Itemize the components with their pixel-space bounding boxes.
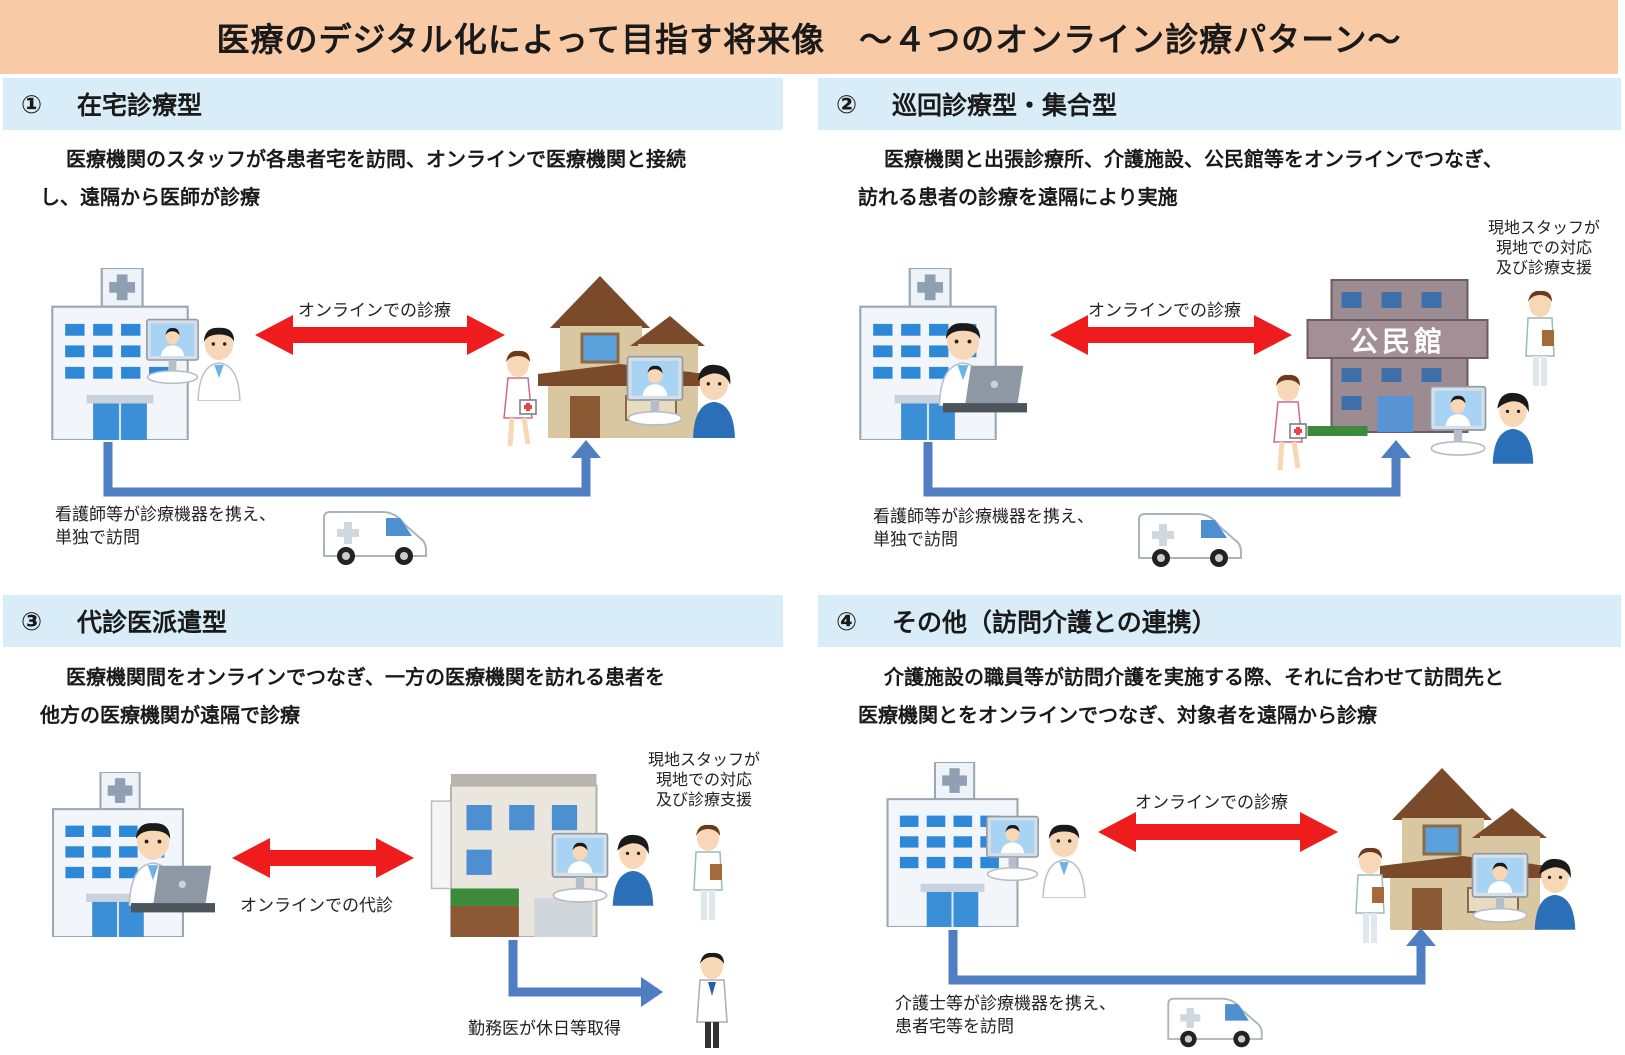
staff-label-line3: 及び診療支援 <box>1496 258 1593 277</box>
monitor-icon <box>146 318 199 385</box>
section-2-desc-line2: 訪れる患者の診療を遠隔により実施 <box>858 185 1178 209</box>
section-1-header: ① 在宅診療型 <box>3 78 783 130</box>
page-title: 医療のデジタル化によって目指す将来像 ～４つのオンライン診療パターン～ <box>216 20 1402 59</box>
monitor-icon <box>1471 852 1529 923</box>
route-label-line1: 看護師等が診療機器を携え、 <box>873 507 1094 527</box>
patient-icon <box>1534 858 1576 930</box>
online-arrow <box>1098 812 1338 852</box>
online-label: オンラインでの診療 <box>1088 301 1241 321</box>
route-label-line1: 介護士等が診療機器を携え、 <box>895 994 1116 1014</box>
staff-label: 現地スタッフが 現地での対応 及び診療支援 <box>648 750 760 810</box>
route-arrow <box>923 440 1411 497</box>
route-label: 介護士等が診療機器を携え、 患者宅等を訪問 <box>895 993 1116 1039</box>
title-bar: 医療のデジタル化によって目指す将来像 ～４つのオンライン診療パターン～ <box>0 0 1618 74</box>
nurse-icon <box>498 348 538 448</box>
staff-label-line2: 現地での対応 <box>656 770 753 789</box>
laptop-icon <box>131 865 215 913</box>
section-4-header: ④ その他（訪問介護との連携） <box>818 595 1621 647</box>
online-label: オンラインでの診療 <box>298 301 451 321</box>
monitor-icon <box>1429 385 1487 456</box>
ambulance-icon <box>323 511 427 566</box>
doctor-icon <box>1042 824 1086 898</box>
online-label: オンラインでの代診 <box>240 896 393 916</box>
section-3-desc-line1: 医療機関間をオンラインでつなぎ、一方の医療機関を訪れる患者を <box>66 665 665 689</box>
monitor-icon <box>626 355 684 426</box>
route-label-line2: 単独で訪問 <box>55 528 140 548</box>
section-4-number: ④ <box>836 606 858 636</box>
staff-label-line1: 現地スタッフが <box>1488 218 1601 237</box>
building-sign: 公民館 <box>1349 325 1446 358</box>
staff-label-line3: 及び診療支援 <box>656 790 753 809</box>
patient-icon <box>612 834 654 906</box>
ambulance-icon <box>1138 513 1242 568</box>
staff-icon <box>1525 290 1555 387</box>
section-2-title: 巡回診療型・集合型 <box>892 91 1118 120</box>
section-4-desc-line2: 医療機関とをオンラインでつなぎ、対象者を遠隔から診療 <box>858 703 1377 727</box>
route-arrow <box>948 928 1436 985</box>
online-arrow <box>255 315 505 355</box>
section-3-header: ③ 代診医派遣型 <box>3 595 783 647</box>
section-4-description: 介護施設の職員等が訪問介護を実施する際、それに合わせて訪問先と 医療機関とをオン… <box>858 658 1618 734</box>
staff-label: 現地スタッフが 現地での対応 及び診療支援 <box>1488 218 1600 278</box>
section-1-description: 医療機関のスタッフが各患者宅を訪問、オンラインで医療機関と接続 し、遠隔から医師… <box>40 140 780 216</box>
patient-icon <box>1492 392 1534 464</box>
section-4-desc-line1: 介護施設の職員等が訪問介護を実施する際、それに合わせて訪問先と <box>884 665 1504 689</box>
section-4-title: その他（訪問介護との連携） <box>892 608 1217 637</box>
doctor-off-duty-icon <box>696 952 728 1049</box>
route-arrow <box>508 940 663 1007</box>
route-label: 看護師等が診療機器を携え、 単独で訪問 <box>873 506 1094 552</box>
section-3-title: 代診医派遣型 <box>77 608 228 637</box>
section-2-number: ② <box>836 89 858 119</box>
section-1-desc-line2: し、遠隔から医師が診療 <box>40 185 260 209</box>
section-3-desc-line2: 他方の医療機関が遠隔で診療 <box>40 703 300 727</box>
staff-label-line1: 現地スタッフが <box>648 750 761 769</box>
laptop-icon <box>943 365 1027 413</box>
route-label-line2: 患者宅等を訪問 <box>895 1017 1014 1037</box>
staff-icon <box>693 824 723 921</box>
doctor-icon <box>197 327 241 401</box>
section-1-title: 在宅診療型 <box>77 91 203 120</box>
section-3-number: ③ <box>21 606 43 636</box>
ambulance-icon <box>1167 997 1263 1049</box>
section-3-description: 医療機関間をオンラインでつなぎ、一方の医療機関を訪れる患者を 他方の医療機関が遠… <box>40 658 780 734</box>
route-label: 看護師等が診療機器を携え、 単独で訪問 <box>55 504 276 550</box>
online-arrow <box>232 838 414 878</box>
route-label-line1: 看護師等が診療機器を携え、 <box>55 505 276 525</box>
section-2-header: ② 巡回診療型・集合型 <box>818 78 1621 130</box>
section-1-desc-line1: 医療機関のスタッフが各患者宅を訪問、オンラインで医療機関と接続 <box>66 147 686 171</box>
section-2-description: 医療機関と出張診療所、介護施設、公民館等をオンラインでつなぎ、 訪れる患者の診療… <box>858 140 1618 216</box>
monitor-icon <box>986 815 1039 882</box>
route-arrow <box>103 440 601 497</box>
staff-label-line2: 現地での対応 <box>1496 238 1593 257</box>
online-label: オンラインでの診療 <box>1135 793 1288 813</box>
route-label-line2: 単独で訪問 <box>873 530 958 550</box>
monitor-icon <box>551 832 609 903</box>
route-label: 勤務医が休日等取得 <box>468 1019 621 1039</box>
online-arrow <box>1050 315 1292 355</box>
section-1-number: ① <box>21 89 43 119</box>
section-2-desc-line1: 医療機関と出張診療所、介護施設、公民館等をオンラインでつなぎ、 <box>884 147 1503 171</box>
patient-icon <box>693 364 735 438</box>
